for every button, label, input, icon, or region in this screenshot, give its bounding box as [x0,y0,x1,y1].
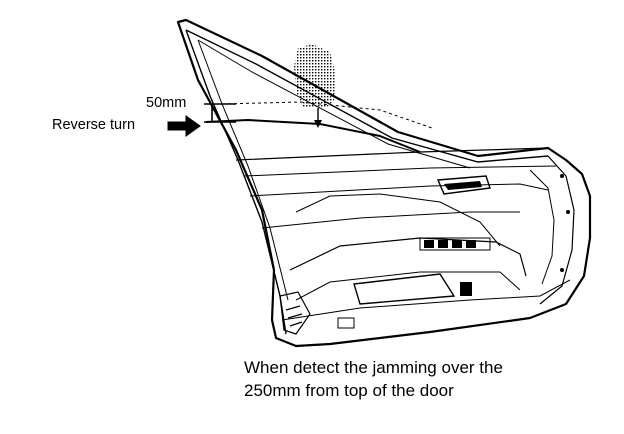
rear-edge [539,155,575,305]
door-handle-inner [444,181,482,190]
belt-line-lower [243,165,557,177]
belt-line [235,147,549,161]
map-pocket [353,273,456,305]
door-handle [436,175,491,195]
right-arrow-icon [167,115,201,137]
window-glass-shade [294,44,336,108]
door-armrest [289,237,527,277]
speaker-grille [279,291,311,335]
door-lower-line [281,279,571,321]
door-panel-upper [249,183,549,197]
latch-bolt-2 [566,210,570,214]
front-pillar-inner [197,39,289,301]
front-pillar [185,29,287,335]
window-frame [185,29,549,163]
caption-line-1: When detect the jamming over the [244,358,503,377]
switch-1 [424,240,434,248]
pocket-handle [460,282,472,296]
door-panel-curve [295,193,501,247]
caption-line-2: 250mm from top of the door [244,381,454,400]
switch-3 [452,240,462,248]
switch-2 [438,240,448,248]
corner-light [337,317,355,329]
door-panel-mid [261,211,520,229]
door-pocket [295,271,521,301]
switch-4 [466,240,476,248]
latch-bolt-3 [560,268,564,272]
reverse-turn-label: Reverse turn [52,117,136,133]
switch-panel [419,237,491,251]
gap-label: 50mm [146,95,187,111]
caption: When detect the jamming over the 250mm f… [244,356,503,402]
rear-edge-inner [529,169,555,285]
door-outline [176,18,592,348]
latch-bolt-1 [560,174,564,178]
speaker-slots [285,305,303,327]
glass-arrow-head [314,120,322,128]
